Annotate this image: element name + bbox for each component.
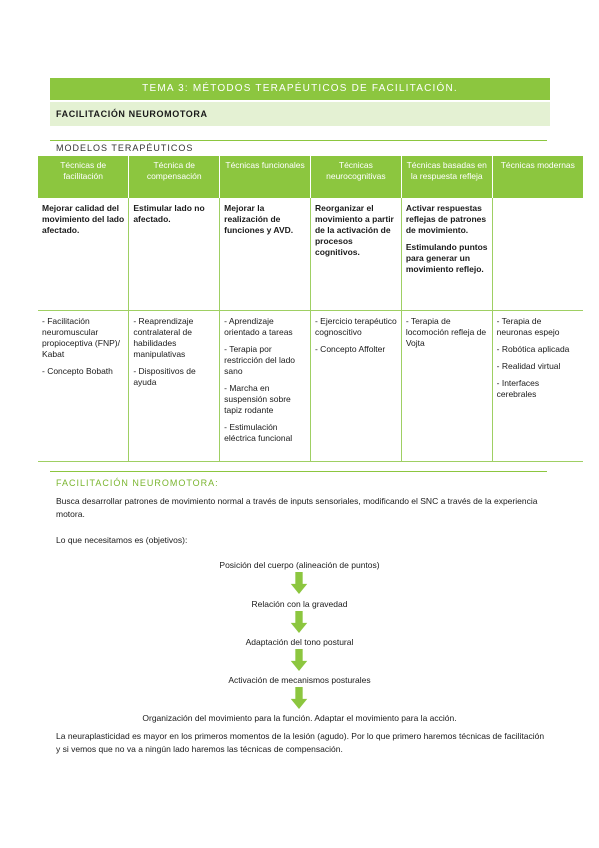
cell-text: Estimular lado no afectado.	[133, 203, 205, 225]
table-row-goals: Mejorar calidad del movimiento del lado …	[38, 198, 583, 311]
flow-step: Organización del movimiento para la func…	[142, 713, 457, 723]
column-header: Técnica de compensación	[128, 156, 221, 198]
closing-paragraph: La neuraplasticidad es mayor en los prim…	[56, 731, 545, 755]
column-header: Técnicas funcionales	[219, 156, 311, 198]
table-cell: Activar respuestas reflejas de patrones …	[401, 198, 493, 311]
table-cell: - Terapia de locomoción refleja de Vojta	[401, 310, 493, 462]
column-header: Técnicas modernas	[492, 156, 583, 198]
cell-text: - Terapia de locomoción refleja de Vojta	[405, 316, 487, 349]
intro-paragraph: Busca desarrollar patrones de movimiento…	[56, 496, 538, 520]
table-cell: - Aprendizaje orientado a tareas - Terapi…	[219, 310, 311, 462]
table-cell	[492, 198, 583, 311]
cell-text: Activar respuestas reflejas de patrones …	[405, 203, 487, 236]
cell-text: - Dispositivos de ayuda	[133, 366, 196, 388]
table-cell: Mejorar la realización de funciones y AV…	[219, 198, 311, 311]
cell-text: - Ejercicio terapéutico cognoscitivo	[314, 316, 397, 338]
table-cell: - Facilitación neuromuscular propiocepti…	[38, 310, 130, 462]
column-header: Técnicas neurocognitivas	[310, 156, 402, 198]
arrow-down-icon	[290, 649, 308, 671]
section-subtitle: FACILITACIÓN NEUROMOTORA	[50, 102, 550, 126]
arrow-down-icon	[290, 687, 308, 709]
cell-text: Reorganizar el movimiento a partir de la…	[314, 203, 394, 258]
facilitation-label: FACILITACIÓN NEUROMOTORA:	[56, 478, 219, 488]
table-cell: - Reaprendizaje contralateral de habilid…	[128, 310, 221, 462]
cell-text: - Terapia de neuronas espejo	[496, 316, 560, 338]
cell-text: Mejorar la realización de funciones y AV…	[224, 203, 294, 236]
cell-text: - Estimulación eléctrica funcional	[224, 422, 293, 444]
arrow-down-icon	[290, 572, 308, 594]
cell-text: - Realidad virtual	[496, 361, 561, 372]
cell-text: - Robótica aplicada	[496, 344, 570, 355]
cell-text: - Terapia por restricción del lado sano	[224, 344, 296, 377]
table-cell: Estimular lado no afectado.	[128, 198, 221, 311]
flow-step: Adaptación del tono postural	[245, 637, 354, 647]
divider	[50, 471, 547, 472]
table-row-techniques: - Facilitación neuromuscular propiocepti…	[38, 310, 583, 462]
table-cell: - Ejercicio terapéutico cognoscitivo - Co…	[310, 310, 402, 462]
column-header: Técnicas basadas en la respuesta refleja	[401, 156, 493, 198]
cell-text: - Concepto Affolter	[314, 344, 386, 355]
cell-text: - Marcha en suspensión sobre tapiz rodan…	[224, 383, 291, 416]
flow-step: Relación con la gravedad	[251, 599, 348, 609]
divider	[50, 140, 547, 141]
table-cell: - Terapia de neuronas espejo - Robótica a…	[492, 310, 583, 462]
table-cell: Reorganizar el movimiento a partir de la…	[310, 198, 402, 311]
cell-text: Estimulando puntos para generar un movim…	[405, 242, 488, 275]
cell-text: - Interfaces cerebrales	[496, 378, 540, 400]
models-label: MODELOS TERAPÉUTICOS	[56, 143, 194, 153]
cell-text: - Facilitación neuromuscular propiocepti…	[42, 316, 120, 360]
cell-text: - Reaprendizaje contralateral de habilid…	[133, 316, 194, 360]
cell-text: - Concepto Bobath	[42, 366, 113, 377]
flow-step: Posición del cuerpo (alineación de punto…	[219, 560, 380, 570]
objectives-label: Lo que necesitamos es (objetivos):	[56, 535, 188, 545]
table-cell: Mejorar calidad del movimiento del lado …	[38, 198, 130, 311]
flow-step: Activación de mecanismos posturales	[228, 675, 371, 685]
cell-text: Mejorar calidad del movimiento del lado …	[42, 203, 125, 236]
arrow-down-icon	[290, 611, 308, 633]
cell-text: - Aprendizaje orientado a tareas	[224, 316, 293, 338]
page-title: TEMA 3: MÉTODOS TERAPÉUTICOS DE FACILITA…	[50, 78, 550, 100]
column-header: Técnicas de facilitación	[38, 156, 130, 198]
